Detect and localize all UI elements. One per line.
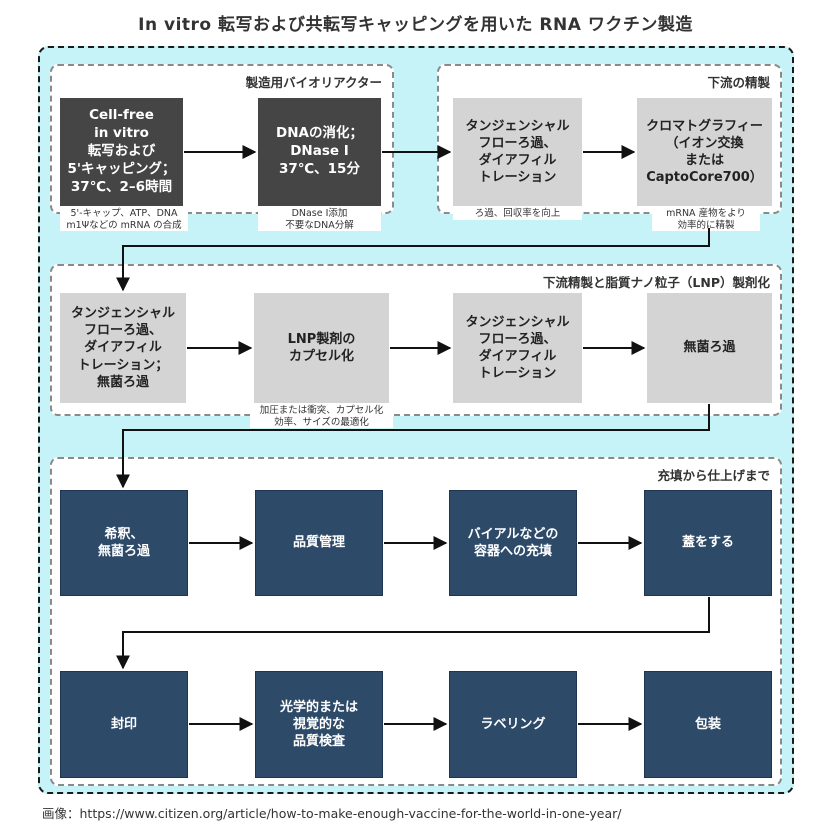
step-tff-sterile: タンジェンシャル フローろ過、 ダイアフィル トレーション； 無菌ろ過 [60,293,186,403]
step-capping: 蓋をする [644,490,772,596]
note-dnase: DNase I添加 不要なDNA分解 [258,208,381,232]
panel-fill-finish-title: 充填から仕上げまで [657,468,770,483]
panel-bioreactor-title: 製造用バイオリアクター [245,75,382,90]
panel-downstream-title: 下流の精製 [707,75,770,90]
step-chromatography: クロマトグラフィー （イオン交換 または CaptoCore700） [637,98,772,206]
note-chromatography: mRNA 産物をより 効率的に精製 [652,208,760,232]
arrow-cap-to-row4 [116,597,710,670]
step-tff-2: タンジェンシャル フローろ過、 ダイアフィル トレーション [453,293,582,403]
note-ivt: 5'-キャップ、ATP、DNA m1Ψなどの mRNA の合成 [60,208,188,232]
panel-lnp-title: 下流精製と脂質ナノ粒子（LNP）製剤化 [543,275,770,290]
step-labeling: ラベリング [449,671,577,778]
step-lnp-encapsulation: LNP製剤の カプセル化 [254,293,389,403]
step-dilution: 希釈、 無菌ろ過 [60,490,188,596]
step-sealing: 封印 [60,671,188,778]
step-vial-filling: バイアルなどの 容器への充填 [449,490,577,596]
image-source: 画像：https://www.citizen.org/article/how-t… [42,806,622,821]
step-dnase-digestion: DNAの消化； DNase I 37℃、15分 [258,98,381,206]
step-quality-control: 品質管理 [255,490,383,596]
step-packaging: 包装 [644,671,772,778]
step-tff-1: タンジェンシャル フローろ過、 ダイアフィル トレーション [453,98,582,206]
step-ivt-capping: Cell-free in vitro 転写および 5'キャッピング； 37℃、2… [60,98,183,206]
arrow-chrom-to-row2 [116,228,710,292]
note-lnp: 加圧または衝突、カプセル化 効率、サイズの最適化 [250,405,393,429]
step-inspection: 光学的または 視覚的な 品質検査 [255,671,383,778]
note-tff-1: ろ過、回収率を向上 [453,208,582,220]
step-sterile-filtration: 無菌ろ過 [647,293,772,403]
page-title: In vitro 転写および共転写キャッピングを用いた RNA ワクチン製造 [138,15,693,35]
arrow-sterile-to-row3 [116,404,710,489]
